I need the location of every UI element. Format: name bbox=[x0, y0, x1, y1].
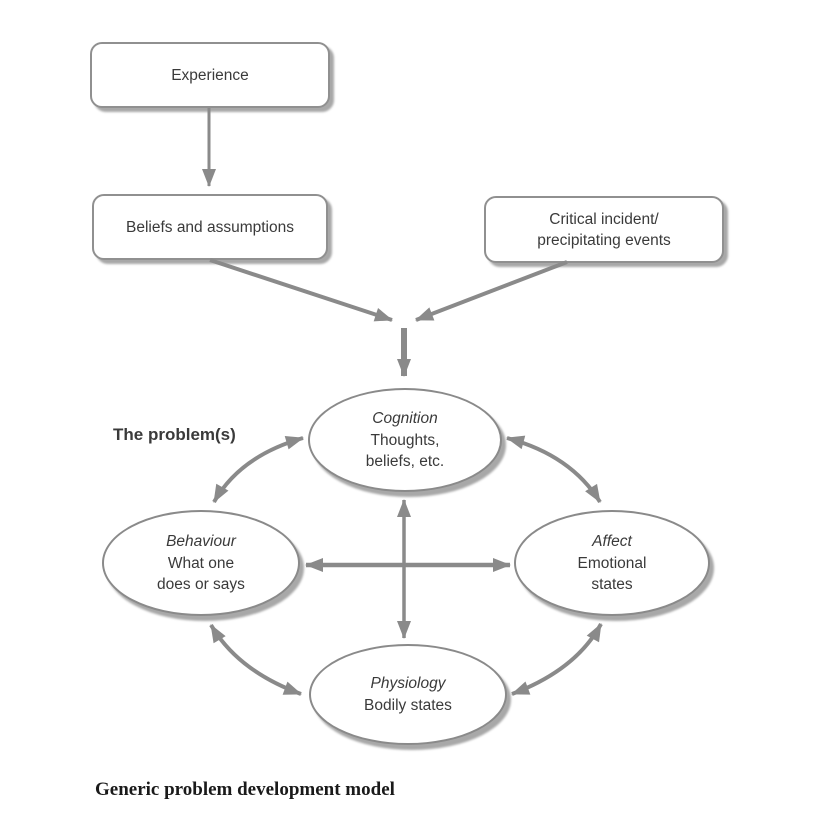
physiology-line1: Bodily states bbox=[364, 697, 452, 714]
behaviour-title: Behaviour bbox=[166, 533, 236, 550]
experience-label: Experience bbox=[171, 66, 249, 84]
behaviour-ellipse: Behaviour What one does or says bbox=[102, 510, 300, 616]
affect-line2: states bbox=[591, 576, 633, 593]
beliefs-label: Beliefs and assumptions bbox=[125, 218, 294, 236]
arrow-cognition-behaviour bbox=[212, 435, 304, 503]
arrow-beliefs-to-convergence bbox=[209, 258, 393, 322]
cognition-line2: beliefs, etc. bbox=[365, 453, 445, 470]
critical-incident-line2: precipitating events bbox=[537, 231, 671, 249]
critical-incident-line1: Critical incident/ bbox=[549, 210, 659, 228]
physiology-ellipse: Physiology Bodily states bbox=[309, 644, 507, 745]
cognition-line1: Thoughts, bbox=[370, 432, 440, 449]
affect-line1: Emotional bbox=[577, 555, 647, 572]
cognition-title: Cognition bbox=[372, 410, 438, 427]
affect-ellipse: Affect Emotional states bbox=[514, 510, 710, 616]
figure-caption: Generic problem development model bbox=[95, 779, 395, 800]
affect-title: Affect bbox=[592, 533, 632, 550]
cognition-ellipse: Cognition Thoughts, beliefs, etc. bbox=[308, 388, 502, 492]
arrow-behaviour-physiology bbox=[209, 623, 302, 696]
arrow-cognition-affect bbox=[506, 435, 602, 504]
arrow-critical-to-convergence bbox=[415, 260, 568, 322]
beliefs-and-assumptions-box: Beliefs and assumptions bbox=[92, 194, 328, 260]
arrow-affect-physiology bbox=[511, 623, 603, 696]
behaviour-line1: What one bbox=[167, 555, 235, 572]
problem-label: The problem(s) bbox=[113, 425, 236, 444]
experience-box: Experience bbox=[90, 42, 330, 108]
behaviour-line2: does or says bbox=[157, 576, 245, 593]
physiology-title: Physiology bbox=[370, 675, 446, 692]
critical-incident-box: Critical incident/ precipitating events bbox=[484, 196, 724, 263]
